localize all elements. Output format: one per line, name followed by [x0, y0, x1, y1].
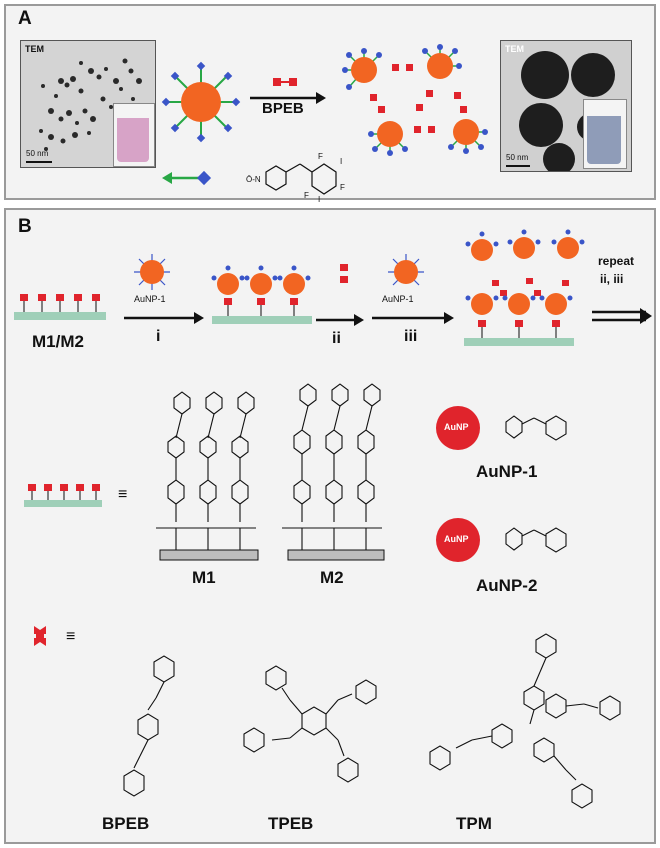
- equiv-symbol-linker: ≡: [66, 628, 76, 645]
- svg-text:I: I: [340, 157, 342, 166]
- multilayer-assembly: [464, 229, 585, 346]
- aunp-1-text: AuNP: [444, 422, 469, 432]
- bpeb-label: BPEB: [102, 814, 150, 833]
- vial-pink: [113, 103, 155, 167]
- ligand-legend: [162, 170, 212, 186]
- m2-label: M2: [320, 568, 344, 587]
- bpeb-linker-icon: [273, 78, 297, 86]
- equiv-symbol-surface: ≡: [118, 486, 128, 503]
- tpeb-structure: [243, 665, 377, 783]
- linker-legend: [34, 626, 46, 646]
- repeat-arrow: [592, 308, 652, 324]
- m2-structure: [282, 383, 382, 550]
- step-ii-label: ii: [332, 330, 341, 347]
- aunp-ligand-structures: [505, 415, 567, 553]
- svg-text:I: I: [318, 195, 320, 202]
- panel-b-label: B: [18, 216, 32, 237]
- panel-a-scheme: Ō-N F I F I F: [161, 44, 488, 202]
- bpeb-label-a: BPEB: [262, 100, 304, 117]
- scale-label-right: 50 nm: [506, 153, 529, 162]
- m2-substrate: [287, 549, 385, 561]
- tem-image-dispersed: TEM 50 nm: [20, 40, 156, 168]
- panel-b-scheme: [14, 229, 652, 809]
- step-i-label: i: [156, 328, 161, 345]
- aunp-2-label: AuNP-2: [476, 576, 538, 595]
- aunp-1-label: AuNP-1: [476, 462, 538, 481]
- repeat-label: repeat: [598, 254, 635, 268]
- m1-label: M1: [192, 568, 216, 587]
- svg-text:F: F: [318, 152, 323, 161]
- linker-reagent-b: [340, 264, 348, 283]
- step-iii-label: iii: [404, 328, 418, 345]
- aunp-1-reagent: [134, 254, 170, 290]
- tem-tag-left: TEM: [25, 44, 44, 54]
- scale-bar-right: [506, 165, 530, 167]
- functionalized-aunp-a: [161, 61, 241, 143]
- tem-dispersed-texture: [39, 58, 142, 151]
- aunp-2-particle: [436, 518, 480, 562]
- tpm-label: TPM: [456, 814, 492, 833]
- panel-a: A TEM 50 nm: [4, 4, 656, 202]
- panel-a-label: A: [18, 8, 32, 29]
- pyridine-n-oxide-structure: [265, 163, 337, 195]
- tpeb-label: TPEB: [268, 814, 314, 833]
- vial-blue: [583, 99, 627, 169]
- aunp-1-reagent-iii: [388, 254, 424, 286]
- aunp-1-particle: [436, 406, 480, 450]
- panel-b: B: [4, 208, 656, 844]
- tpm-structure: [429, 633, 621, 809]
- surface-legend: [24, 484, 102, 507]
- m1-structure: [156, 391, 256, 550]
- tem-image-aggregated: TEM 50 nm: [500, 40, 632, 172]
- surface-step-i: [211, 265, 312, 324]
- scale-label-left: 50 nm: [26, 149, 49, 158]
- tem-tag-right: TEM: [505, 44, 524, 54]
- step-iii-reagent: AuNP-1: [382, 294, 414, 304]
- svg-text:Ō-N: Ō-N: [246, 175, 261, 184]
- scale-bar-left: [26, 161, 52, 163]
- m1-substrate: [159, 549, 259, 561]
- m1m2-label: M1/M2: [32, 332, 84, 351]
- repeat-steps-label: ii, iii: [600, 272, 624, 286]
- aunp-network: [342, 44, 488, 156]
- step-i-reagent: AuNP-1: [134, 294, 166, 304]
- aunp-2-text: AuNP: [444, 534, 469, 544]
- surface-m1m2: [14, 294, 106, 320]
- svg-text:F: F: [304, 191, 309, 200]
- bpeb-structure: [123, 655, 175, 797]
- svg-text:F: F: [340, 183, 345, 192]
